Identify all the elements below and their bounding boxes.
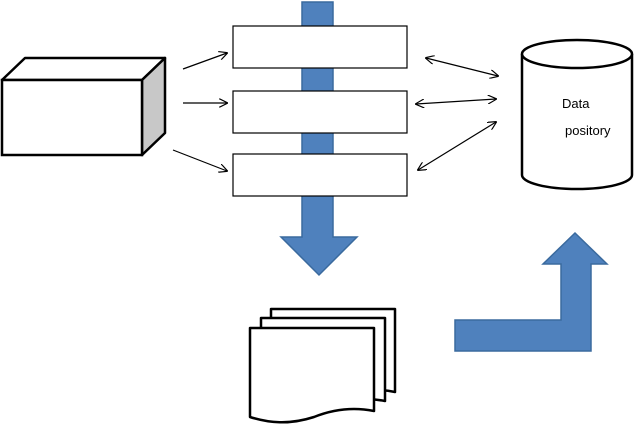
- arrow-source-to-process-3: [172, 149, 227, 171]
- 3d-box-icon: [0, 56, 167, 157]
- process-box-1: [232, 25, 408, 69]
- arrow-process-3-repository: [418, 122, 496, 170]
- database-cylinder-icon: [520, 38, 634, 191]
- arrow-process-1-repository: [426, 58, 498, 76]
- process-box-3: [232, 153, 408, 197]
- arrow-process-2-repository: [416, 99, 496, 104]
- repository-label-line1: Data: [562, 96, 590, 111]
- repository-label-line2: pository: [565, 123, 611, 138]
- stacked-documents-icon: [248, 307, 397, 424]
- output-flow-arrow: [454, 231, 609, 352]
- arrow-source-to-process-1: [182, 53, 227, 70]
- process-box-2: [232, 90, 408, 134]
